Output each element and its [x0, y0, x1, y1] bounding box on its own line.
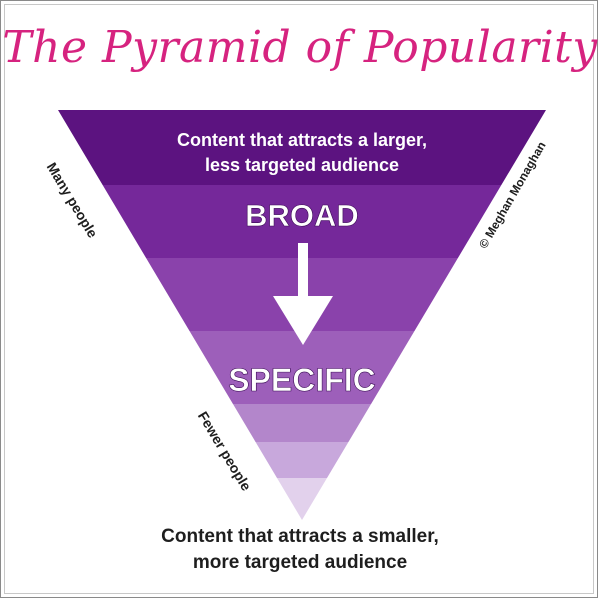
top-text-line1: Content that attracts a larger, — [177, 130, 427, 150]
down-arrow-icon — [273, 243, 333, 345]
specific-label: SPECIFIC — [228, 362, 376, 398]
bottom-text-line2: more targeted audience — [192, 552, 408, 573]
pyramid-band — [58, 110, 546, 185]
top-text-line2: less targeted audience — [205, 155, 399, 175]
pyramid-band — [58, 478, 546, 520]
broad-label: BROAD — [245, 198, 359, 233]
diagram-title: The Pyramid of Popularity — [2, 22, 598, 73]
pyramid-band — [58, 442, 546, 478]
bottom-text-line1: Content that attracts a smaller, — [161, 526, 439, 547]
pyramid-band — [58, 404, 546, 442]
image-frame-inner — [4, 4, 594, 594]
bottom-text: Content that attracts a smaller, more ta… — [0, 524, 600, 576]
